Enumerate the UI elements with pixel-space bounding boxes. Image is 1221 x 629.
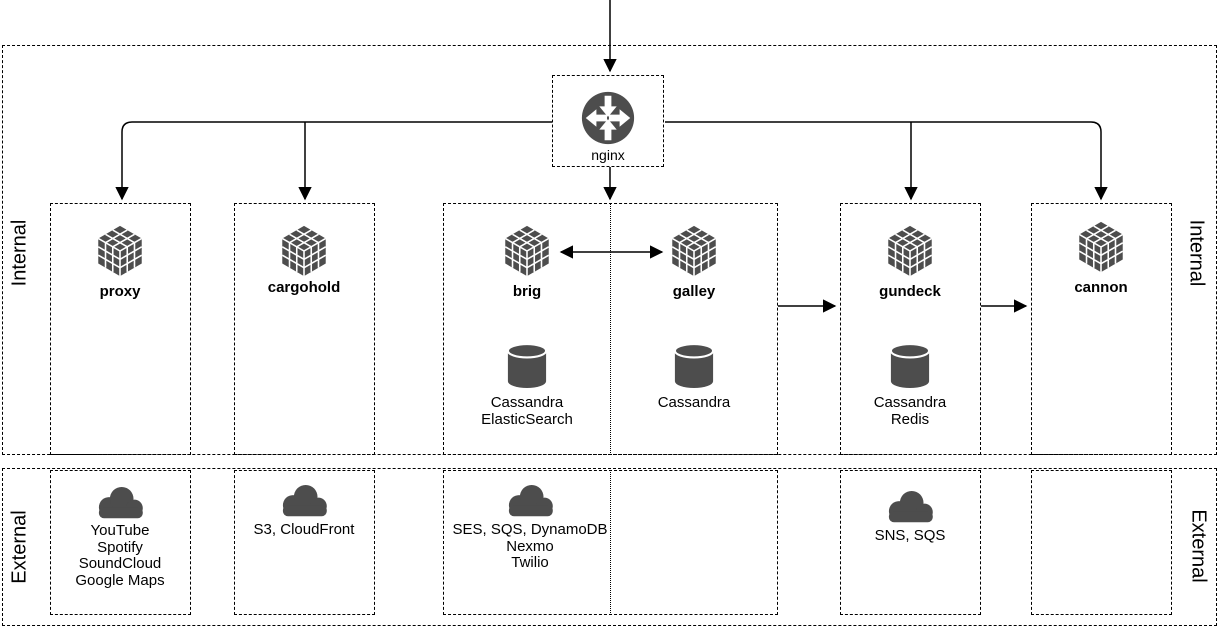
external-line: SES, SQS, DynamoDB: [452, 521, 608, 538]
datastore-line: Cassandra: [490, 394, 564, 411]
service-label-cannon: cannon: [1074, 279, 1128, 296]
external-line: S3, CloudFront: [253, 521, 355, 538]
external-column-cargohold: [234, 470, 375, 615]
internal-column-proxy: [50, 203, 191, 455]
cube-icon-cargohold: [278, 224, 330, 278]
datastore-label-brig: Cassandra ElasticSearch: [481, 394, 573, 428]
external-label-gundeck: SNS, SQS: [874, 527, 946, 545]
zone-label-internal-right: Internal: [1185, 219, 1208, 287]
external-label-proxy: YouTube Spotify SoundCloud Google Maps: [75, 522, 165, 589]
service-label-brig: brig: [512, 283, 542, 300]
zone-label-external-right: External: [1187, 509, 1210, 583]
cloud-icon-cargohold: [277, 483, 331, 519]
zone-external-box: [2, 468, 1217, 626]
datastore-line: Cassandra: [873, 394, 947, 411]
router-icon: [579, 89, 637, 147]
cube-icon-brig: [501, 224, 553, 278]
external-line: Google Maps: [75, 571, 165, 589]
internal-column-cargohold: [234, 203, 375, 455]
brig-galley-divider: [610, 203, 611, 455]
service-label-cargohold: cargohold: [267, 279, 341, 296]
datastore-label-galley: Cassandra: [658, 394, 731, 411]
cube-icon-galley: [668, 224, 720, 278]
zone-label-external-left: External: [8, 510, 31, 584]
external-line: SoundCloud: [78, 555, 162, 572]
internal-column-gundeck: [840, 203, 981, 455]
external-line: SNS, SQS: [874, 527, 946, 544]
external-label-cargohold: S3, CloudFront: [253, 521, 355, 539]
database-icon-brig: [506, 342, 548, 389]
cloud-icon-brig: [503, 483, 557, 519]
service-label-gundeck: gundeck: [879, 283, 941, 300]
external-line: YouTube: [90, 522, 150, 539]
datastore-line: Cassandra: [657, 394, 731, 411]
external-column-cannon: [1031, 470, 1172, 615]
service-label-proxy: proxy: [99, 283, 141, 300]
external-column-gundeck: [840, 470, 981, 615]
external-column-proxy: [50, 470, 191, 615]
database-icon-galley: [673, 342, 715, 389]
cube-icon-cannon: [1075, 220, 1127, 274]
datastore-label-gundeck: Cassandra Redis: [874, 394, 947, 428]
database-icon-gundeck: [889, 342, 931, 389]
zone-label-internal-left: Internal: [8, 219, 31, 287]
nginx-box: [552, 75, 664, 167]
cloud-icon-gundeck: [883, 489, 937, 525]
external-label-brig: SES, SQS, DynamoDB Nexmo Twilio: [452, 521, 608, 572]
service-label-galley: galley: [672, 283, 716, 300]
internal-column-cannon: [1031, 203, 1172, 455]
external-line: Twilio: [511, 554, 549, 571]
external-line: Spotify: [97, 538, 143, 556]
cloud-icon-proxy: [93, 485, 147, 521]
datastore-line: ElasticSearch: [481, 411, 573, 428]
cube-icon-proxy: [94, 224, 146, 278]
nginx-label: nginx: [591, 147, 625, 163]
external-line: Nexmo: [506, 537, 554, 555]
datastore-line: Redis: [890, 411, 930, 428]
cube-icon-gundeck: [884, 224, 936, 278]
external-brig-galley-divider: [610, 470, 611, 615]
